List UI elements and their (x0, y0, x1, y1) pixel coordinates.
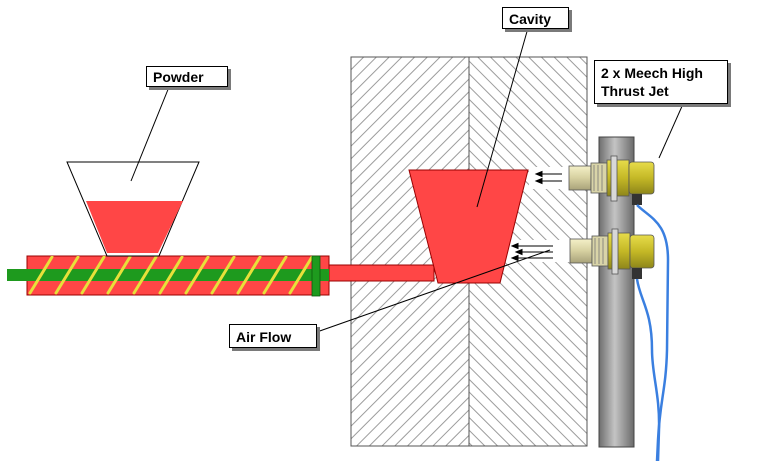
jet-label: 2 x Meech High Thrust Jet (594, 60, 728, 104)
air-flow-label: Air Flow (229, 324, 317, 348)
air-flow-arrows-upper (534, 170, 562, 185)
air-flow-leader-line (313, 249, 551, 334)
cable-lower (635, 278, 661, 461)
air-flow-arrows-lower (510, 242, 553, 262)
screw-flights (28, 256, 314, 295)
screw-tip (311, 255, 321, 297)
runner (328, 264, 435, 282)
air-jet-upper (568, 155, 655, 205)
powder-leader-line (130, 86, 170, 182)
cavity-label: Cavity (502, 7, 569, 29)
cavity (408, 169, 529, 284)
hopper-powder (86, 201, 183, 253)
air-jet-lower (569, 228, 655, 279)
jet-leader-line (658, 103, 684, 159)
powder-label: Powder (146, 66, 228, 87)
cavity-leader-line (476, 27, 529, 208)
